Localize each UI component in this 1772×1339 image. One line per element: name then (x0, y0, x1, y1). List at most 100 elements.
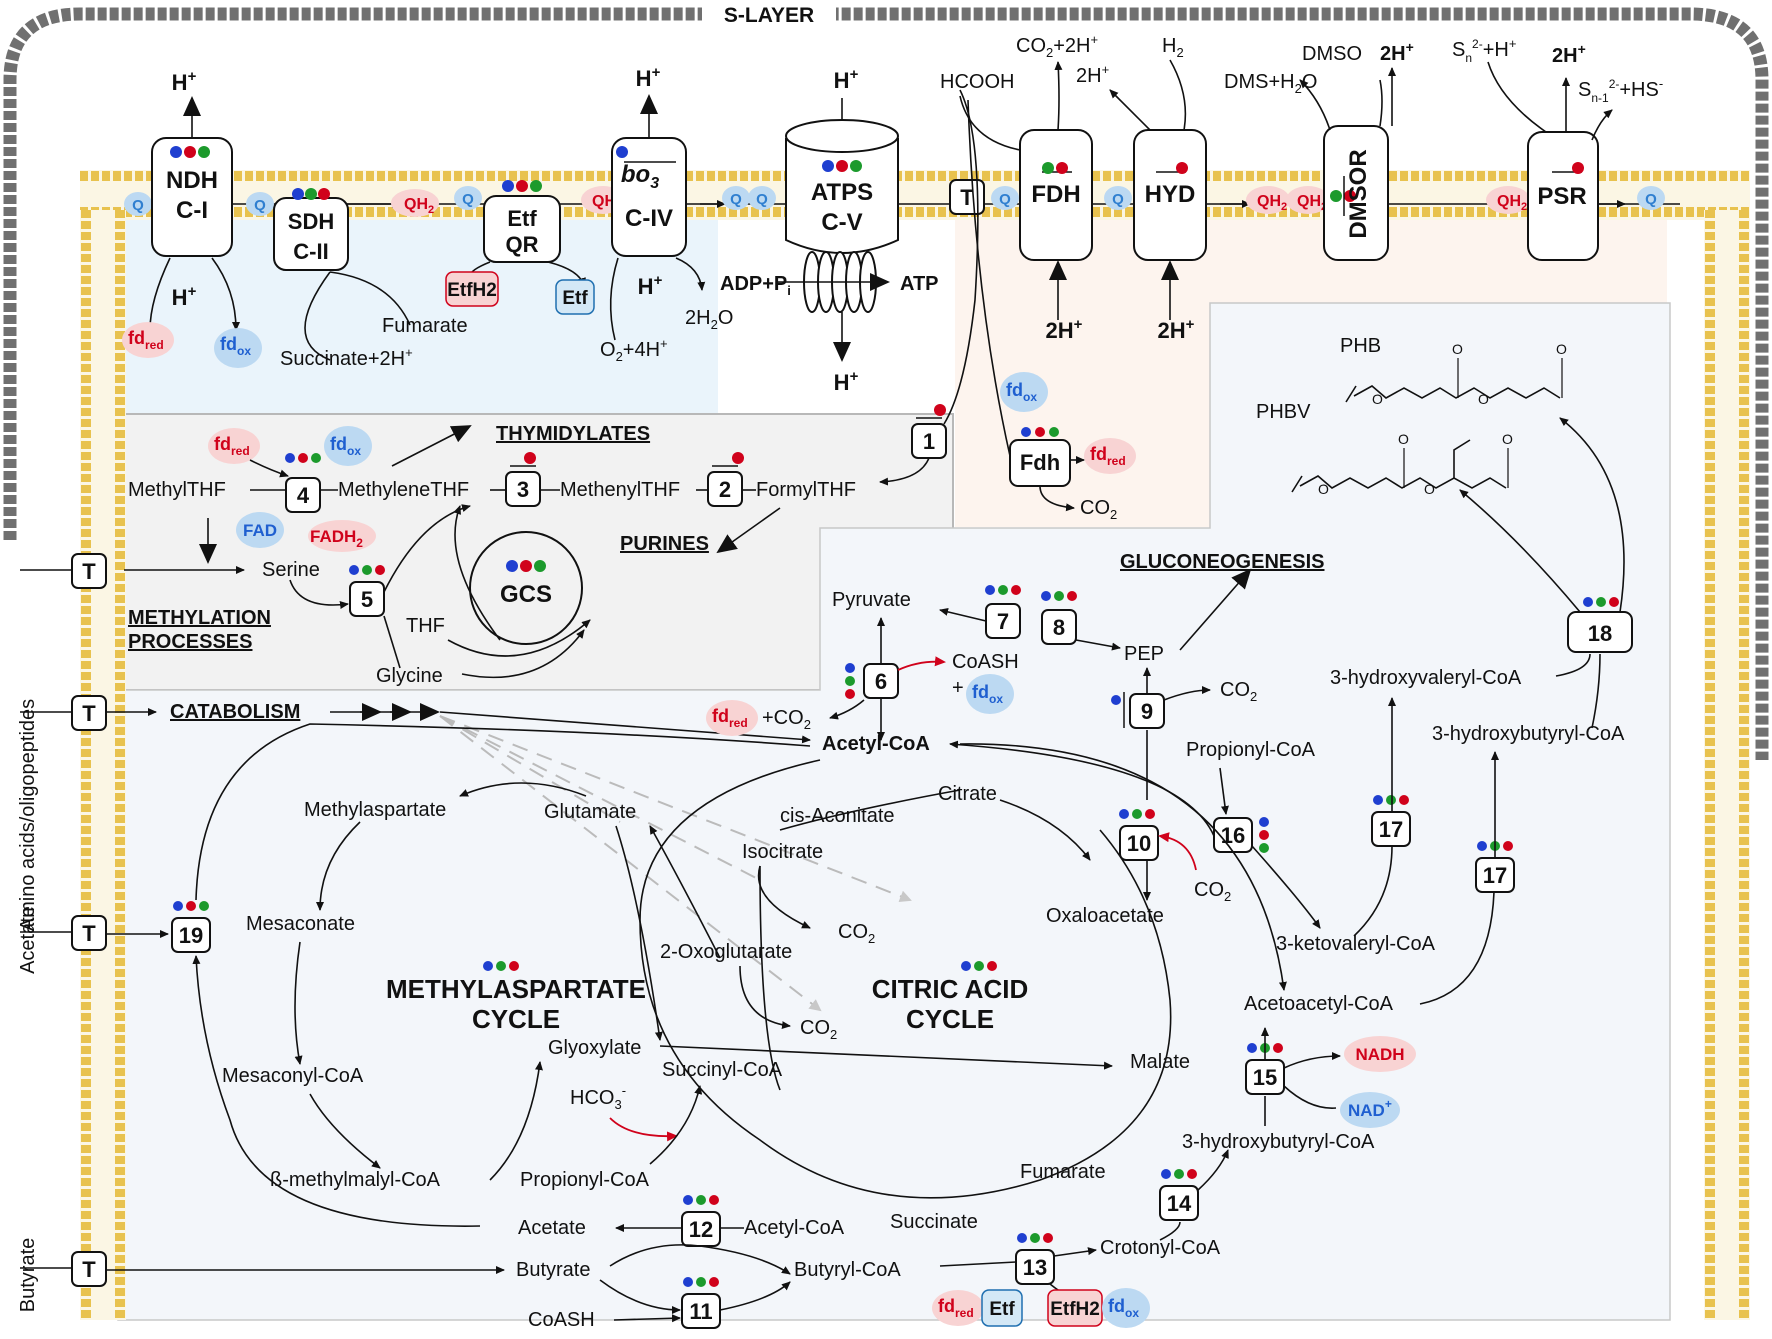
svg-text:HYD: HYD (1145, 181, 1196, 208)
methylaspartate-cycle-label: METHYLASPARTATE CYCLE (386, 961, 646, 1034)
svg-text:10: 10 (1127, 831, 1151, 856)
complex-dmsor: DMSOR (1323, 125, 1389, 261)
svg-text:fdox: fdox (1108, 1296, 1139, 1320)
svg-text:O: O (1318, 481, 1329, 497)
phb-structure: O O O O (1345, 341, 1567, 407)
svg-text:H+: H+ (834, 66, 859, 93)
svg-text:CO2: CO2 (1194, 879, 1231, 904)
svg-text:Q: Q (1112, 191, 1124, 208)
svg-text:CO2+2H+: CO2+2H+ (1016, 32, 1098, 60)
svg-text:MethenylTHF: MethenylTHF (560, 479, 680, 501)
svg-text:Butyrate: Butyrate (516, 1259, 590, 1281)
svg-text:CATABOLISM: CATABOLISM (170, 701, 300, 723)
svg-text:2H+: 2H+ (1076, 62, 1109, 87)
svg-text:bo3: bo3 (621, 161, 659, 192)
svg-text:Etf: Etf (562, 288, 588, 309)
svg-text:HCOOH: HCOOH (940, 71, 1014, 93)
svg-text:FAD: FAD (243, 521, 277, 540)
svg-text:2H2O: 2H2O (685, 307, 733, 332)
svg-text:QH2: QH2 (1497, 193, 1527, 213)
svg-text:H+: H+ (172, 68, 197, 95)
svg-text:11: 11 (689, 1299, 712, 1324)
svg-text:12: 12 (689, 1217, 713, 1242)
svg-text:CoASH: CoASH (528, 1309, 595, 1331)
svg-text:GCS: GCS (500, 581, 552, 608)
enzyme-10: 10 (1119, 809, 1159, 861)
svg-text:fdred: fdred (712, 706, 748, 730)
complex-atp-synthase: ATPS C-V (785, 119, 899, 313)
svg-text:13: 13 (1023, 1255, 1047, 1280)
svg-text:Q: Q (254, 197, 266, 214)
svg-text:O: O (1502, 431, 1513, 447)
svg-text:O: O (1424, 481, 1435, 497)
svg-text:CO2: CO2 (1080, 497, 1117, 522)
svg-text:17: 17 (1483, 863, 1507, 888)
svg-text:Succinate: Succinate (890, 1211, 978, 1233)
enzyme-15: 15 (1245, 1043, 1285, 1095)
svg-text:PHBV: PHBV (1256, 401, 1311, 423)
svg-text:CoASH: CoASH (952, 651, 1019, 673)
svg-text:ATP: ATP (900, 273, 939, 295)
quinone-pool: Q Q Q Q Q Q Q Q (124, 186, 1665, 216)
svg-text:PROCESSES: PROCESSES (128, 631, 252, 653)
svg-text:H+: H+ (834, 368, 859, 395)
svg-text:2: 2 (719, 477, 731, 502)
svg-text:NAD+: NAD+ (1348, 1097, 1392, 1120)
svg-text:Acetyl-CoA: Acetyl-CoA (744, 1217, 845, 1239)
svg-text:CO2: CO2 (838, 921, 875, 946)
svg-text:O: O (1452, 341, 1463, 357)
svg-text:2H+: 2H+ (1046, 316, 1083, 343)
svg-text:17: 17 (1379, 817, 1403, 842)
etf-box: Etf (555, 279, 595, 315)
svg-text:Citrate: Citrate (938, 783, 997, 805)
svg-text:PEP: PEP (1124, 643, 1164, 665)
enzyme-5: 5 (349, 565, 385, 617)
svg-text:O: O (1372, 391, 1383, 407)
svg-text:Pyruvate: Pyruvate (832, 589, 911, 611)
side-label-butyrate: Butyrate (17, 1238, 39, 1312)
svg-text:CYCLE: CYCLE (472, 1004, 560, 1034)
complex-etfqr: Etf QR (483, 180, 561, 263)
phbv-structure: O O O O (1291, 431, 1513, 497)
cell-membrane (80, 170, 1750, 1320)
enzyme-16: 16 (1213, 817, 1269, 853)
etf-box-2: Etf (981, 1289, 1023, 1327)
svg-text:ATPS: ATPS (811, 179, 873, 206)
svg-text:O: O (1478, 391, 1489, 407)
enzyme-4: 4 (285, 453, 321, 513)
svg-text:Glutamate: Glutamate (544, 801, 636, 823)
svg-text:METHYLASPARTATE: METHYLASPARTATE (386, 974, 646, 1004)
svg-text:Butyryl-CoA: Butyryl-CoA (794, 1259, 901, 1281)
enzyme-7: 7 (985, 585, 1021, 639)
svg-text:3-hydroxybutyryl-CoA: 3-hydroxybutyryl-CoA (1432, 723, 1625, 745)
transporter-amino: T T (71, 553, 107, 731)
svg-text:MethylTHF: MethylTHF (128, 479, 226, 501)
svg-text:Methylaspartate: Methylaspartate (304, 799, 446, 821)
enzyme-14: 14 (1159, 1169, 1199, 1221)
svg-text:5: 5 (361, 587, 373, 612)
svg-text:NADH: NADH (1355, 1045, 1404, 1064)
svg-text:CYCLE: CYCLE (906, 1004, 994, 1034)
svg-text:O: O (1556, 341, 1567, 357)
complex-sdh: SDH C-II (273, 188, 349, 271)
svg-text:Q: Q (1645, 191, 1657, 208)
svg-text:H+: H+ (638, 272, 663, 299)
enzyme-2: 2 (707, 452, 744, 507)
svg-text:fdred: fdred (214, 434, 250, 458)
svg-text:C-I: C-I (176, 197, 208, 224)
svg-text:H2: H2 (1162, 35, 1184, 60)
svg-text:6: 6 (875, 669, 887, 694)
svg-text:3-hydroxyvaleryl-CoA: 3-hydroxyvaleryl-CoA (1330, 667, 1522, 689)
svg-text:MethyleneTHF: MethyleneTHF (338, 479, 469, 501)
svg-text:QH2: QH2 (404, 196, 434, 216)
svg-text:15: 15 (1253, 1065, 1277, 1090)
svg-text:9: 9 (1141, 699, 1153, 724)
svg-text:GLUCONEOGENESIS: GLUCONEOGENESIS (1120, 551, 1324, 573)
svg-text:T: T (82, 1257, 96, 1282)
svg-text:PSR: PSR (1537, 183, 1586, 210)
svg-text:fdox: fdox (972, 682, 1003, 706)
enzyme-18: 18 (1567, 597, 1633, 653)
svg-text:Fumarate: Fumarate (1020, 1161, 1106, 1183)
enzyme-13: 13 (1015, 1233, 1055, 1285)
svg-text:THYMIDYLATES: THYMIDYLATES (496, 423, 650, 445)
